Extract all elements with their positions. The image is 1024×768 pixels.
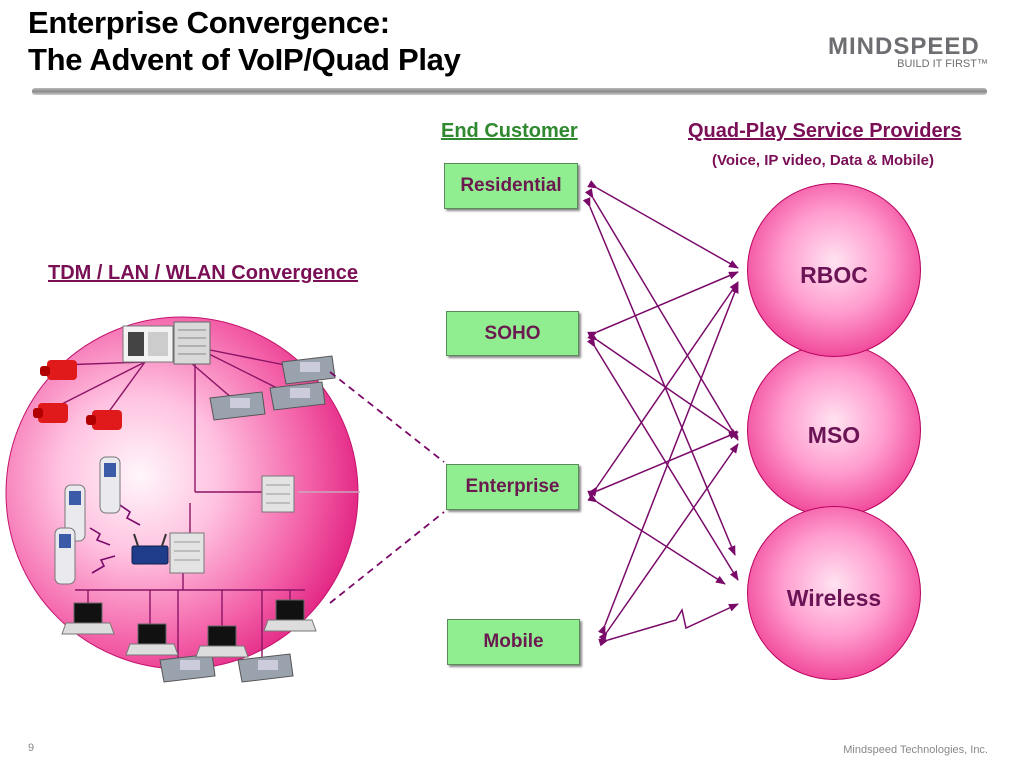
- footer-company: Mindspeed Technologies, Inc.: [843, 744, 988, 756]
- providers-subheading: (Voice, IP video, Data & Mobile): [712, 152, 934, 169]
- desk-phone-icon: [281, 355, 336, 385]
- rboc-label: RBOC: [800, 262, 868, 288]
- network-wiring: [49, 347, 360, 660]
- title-line-2: The Advent of VoIP/Quad Play: [28, 42, 461, 77]
- arrow-mobile-mso: [598, 443, 739, 642]
- wireless-signals: [89, 504, 141, 574]
- laptop-icon: [195, 625, 249, 658]
- laptop-icon: [61, 602, 115, 635]
- residential-box: Residential: [444, 163, 578, 209]
- soho-box: SOHO: [446, 311, 579, 356]
- arrow-soho-mso: [587, 331, 739, 438]
- end-customer-heading: End Customer: [441, 120, 578, 142]
- logo-word: MINDSPEED: [828, 33, 980, 60]
- arrow-enterprise-wireless: [587, 493, 726, 585]
- mindspeed-logo: MINDSPEED BUILD IT FIRST™: [828, 33, 988, 77]
- desk-phone-icon: [269, 381, 326, 411]
- arrow-mobile-wireless: [598, 603, 739, 647]
- wireless-router-icon: [131, 533, 169, 565]
- arrow-mobile-rboc: [598, 283, 739, 635]
- red-phone-icon: [86, 410, 122, 430]
- server-icon: [261, 475, 295, 513]
- slide-title: Enterprise Convergence: The Advent of Vo…: [28, 4, 461, 78]
- rboc-circle: RBOC: [747, 183, 921, 357]
- wireless-label: Wireless: [786, 585, 882, 611]
- page-number: 9: [28, 742, 35, 754]
- mobile-box: Mobile: [447, 619, 580, 665]
- red-phone-icon: [33, 403, 68, 423]
- server-icon: [173, 321, 211, 365]
- convergence-heading: TDM / LAN / WLAN Convergence: [48, 262, 359, 284]
- desk-phone-icon: [237, 653, 294, 683]
- connection-arrows: [582, 180, 739, 642]
- desk-phone-icon: [159, 653, 216, 683]
- laptop-icon: [125, 623, 179, 656]
- wireless-circle: Wireless: [747, 506, 921, 680]
- red-phone-icon: [40, 360, 77, 380]
- arrow-residential-wireless: [582, 197, 736, 556]
- mso-circle: MSO: [747, 343, 921, 517]
- title-divider: [32, 88, 987, 95]
- arrow-residential-mso: [584, 188, 739, 441]
- arrow-soho-wireless: [586, 337, 739, 581]
- cell-phone-icon: [99, 456, 121, 514]
- logo-tagline: BUILD IT FIRST™: [897, 58, 988, 70]
- pbx-icon: [122, 325, 174, 363]
- laptop-icon: [263, 599, 317, 632]
- cell-phone-icon: [54, 527, 76, 585]
- desk-phone-icon: [209, 391, 266, 421]
- providers-heading: Quad-Play Service Providers: [688, 120, 962, 142]
- arrow-residential-rboc: [587, 180, 739, 269]
- server-icon: [169, 532, 205, 574]
- enterprise-box: Enterprise: [446, 464, 579, 510]
- arrow-enterprise-mso: [587, 431, 739, 499]
- mso-label: MSO: [807, 422, 861, 448]
- dashed-link-upper: [329, 371, 445, 463]
- dashed-link-lower: [329, 511, 445, 604]
- title-line-1: Enterprise Convergence:: [28, 5, 390, 40]
